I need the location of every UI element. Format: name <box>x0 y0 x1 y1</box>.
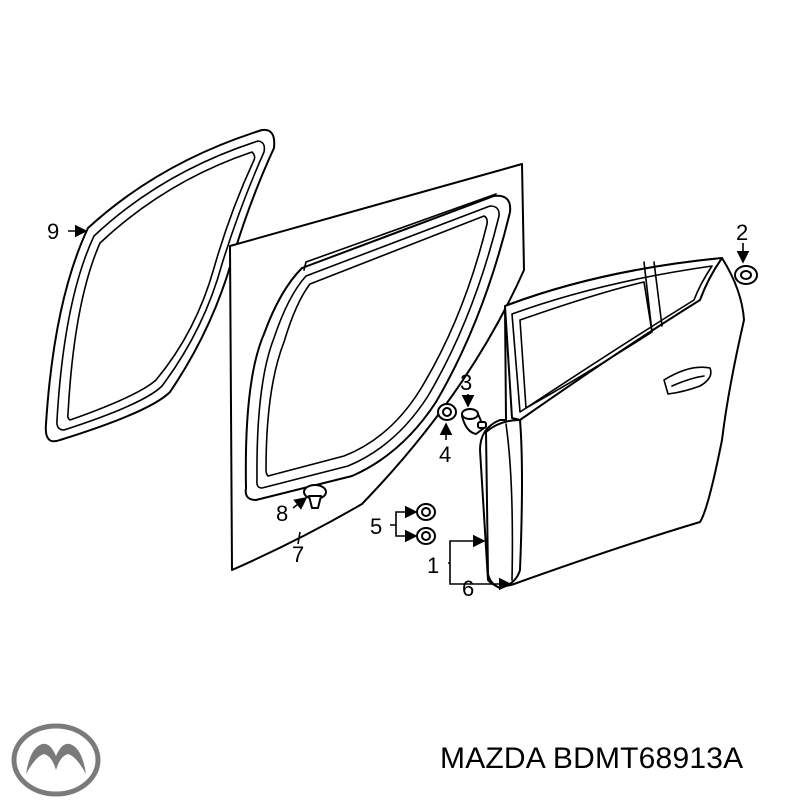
door-seal-on-sheet <box>244 193 512 501</box>
callout-2: 2 <box>736 220 748 245</box>
plugs-5 <box>416 503 436 545</box>
callout-7: 7 <box>292 542 304 567</box>
callout-1: 1 <box>427 553 439 578</box>
callout-5: 5 <box>370 514 382 539</box>
bumper-3 <box>461 408 487 435</box>
callout-8: 8 <box>276 501 288 526</box>
clip-8 <box>303 484 327 509</box>
leader-lines <box>68 224 750 591</box>
door-shell-1 <box>479 257 745 589</box>
mazda-logo-icon <box>11 723 101 797</box>
plug-4 <box>437 403 457 421</box>
callout-6: 6 <box>462 576 474 601</box>
callout-3: 3 <box>460 370 472 395</box>
weatherstrip-9 <box>44 128 276 443</box>
grommet-2 <box>734 265 758 285</box>
callout-4: 4 <box>439 442 451 467</box>
part-number-caption: MAZDA BDMT68913A <box>440 742 744 775</box>
callout-9: 9 <box>47 219 59 244</box>
